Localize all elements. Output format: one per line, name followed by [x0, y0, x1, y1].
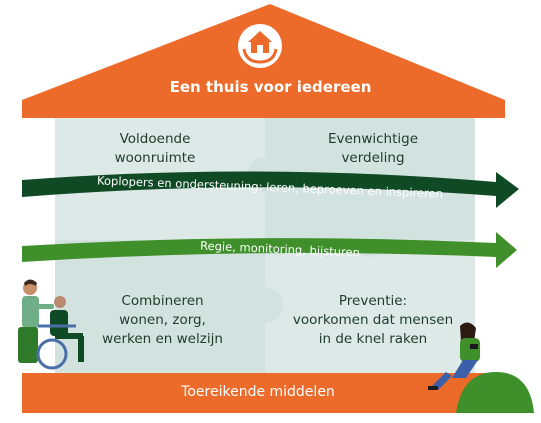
page-title: Een thuis voor iedereen [169, 78, 372, 96]
pillar-bottom-right: Preventie: voorkomen dat mensen in de kn… [292, 293, 454, 347]
lower-arrow [22, 232, 517, 268]
upper-arrow [22, 171, 519, 208]
green-hill [456, 372, 534, 413]
pillar-top-left: Voldoende woonruimte [114, 131, 196, 166]
foundation-label: Toereikende middelen [181, 384, 335, 400]
house-in-hands-icon [238, 24, 282, 68]
foundation-bar [22, 373, 494, 413]
seated-woman-illustration [428, 322, 480, 390]
caregiver-wheelchair-illustration [18, 279, 84, 370]
pillar-bottom-left: Combineren wonen, zorg, werken en welzij… [102, 293, 223, 347]
pillar-top-right: Evenwichtige verdeling [327, 131, 419, 166]
